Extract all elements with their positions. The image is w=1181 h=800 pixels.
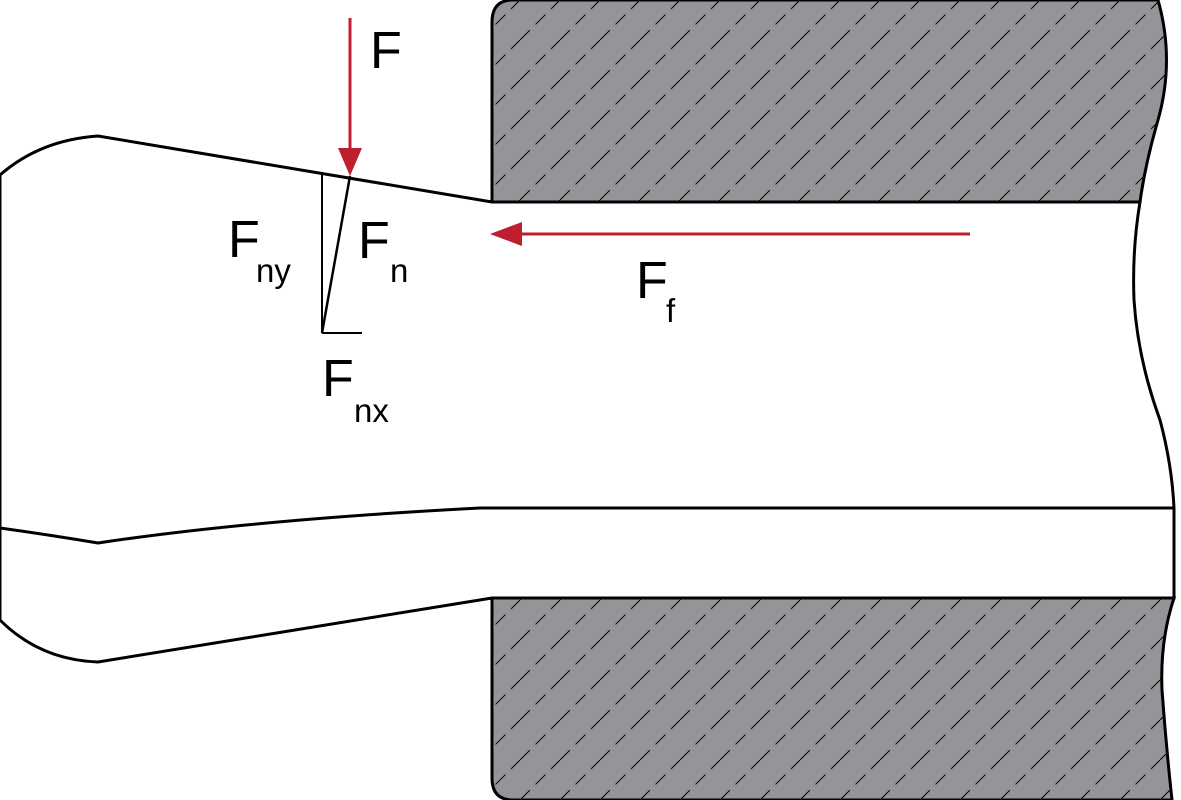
lower-die — [490, 596, 1177, 800]
label-normal-force-x: F nx — [322, 350, 389, 429]
upper-die — [490, 0, 1168, 204]
applied-force-arrowhead — [338, 148, 362, 176]
inner-boundary-line — [0, 506, 1174, 545]
billet-workpiece — [0, 134, 1176, 664]
label-normal-force: F n — [358, 212, 408, 289]
label-friction-force: F f — [636, 252, 676, 329]
fn-normal-force-line — [320, 175, 352, 334]
label-normal-force-y: F ny — [228, 211, 291, 289]
friction-force-arrowhead — [490, 222, 522, 246]
label-applied-force: F — [370, 22, 402, 80]
